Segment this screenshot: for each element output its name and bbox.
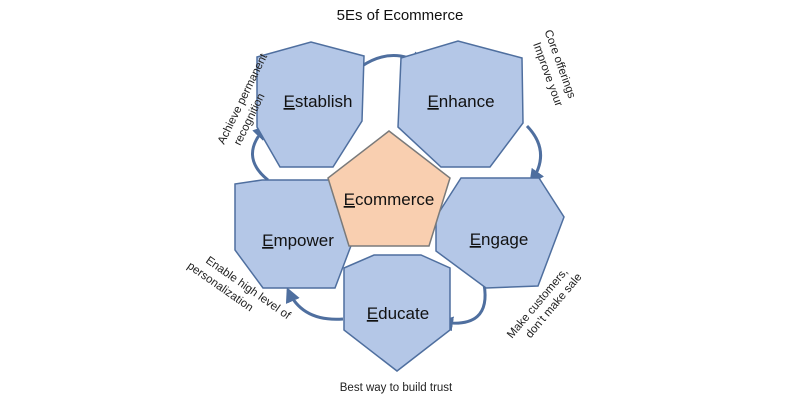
node-educate: Educate (343, 254, 451, 372)
node-educate-shape (343, 254, 451, 372)
node-establish: Establish (256, 41, 365, 168)
node-engage: Engage (435, 177, 565, 289)
node-empower: Empower (234, 179, 364, 289)
node-establish-shape (256, 41, 365, 168)
note-educate: Best way to build trust (340, 382, 453, 394)
node-educate-label: Educate (367, 304, 429, 323)
center-shape (327, 130, 451, 247)
node-enhance: Enhance (397, 40, 524, 168)
node-engage-label: Engage (470, 230, 529, 249)
diagram-title: 5Es of Ecommerce (337, 7, 464, 24)
node-empower-shape (234, 179, 364, 289)
note-enhance: Improve your Core offerings (527, 28, 579, 111)
node-establish-label: Establish (284, 92, 353, 111)
node-empower-label: Empower (262, 231, 334, 250)
arrow-educate-to-empower (285, 287, 344, 321)
node-ecommerce-center: Ecommerce (327, 130, 451, 247)
center-label: Ecommerce (344, 190, 435, 209)
arrow-enhance-to-engage (525, 124, 545, 185)
node-enhance-shape (397, 40, 524, 168)
node-engage-shape (435, 177, 565, 289)
node-enhance-label: Enhance (427, 92, 494, 111)
